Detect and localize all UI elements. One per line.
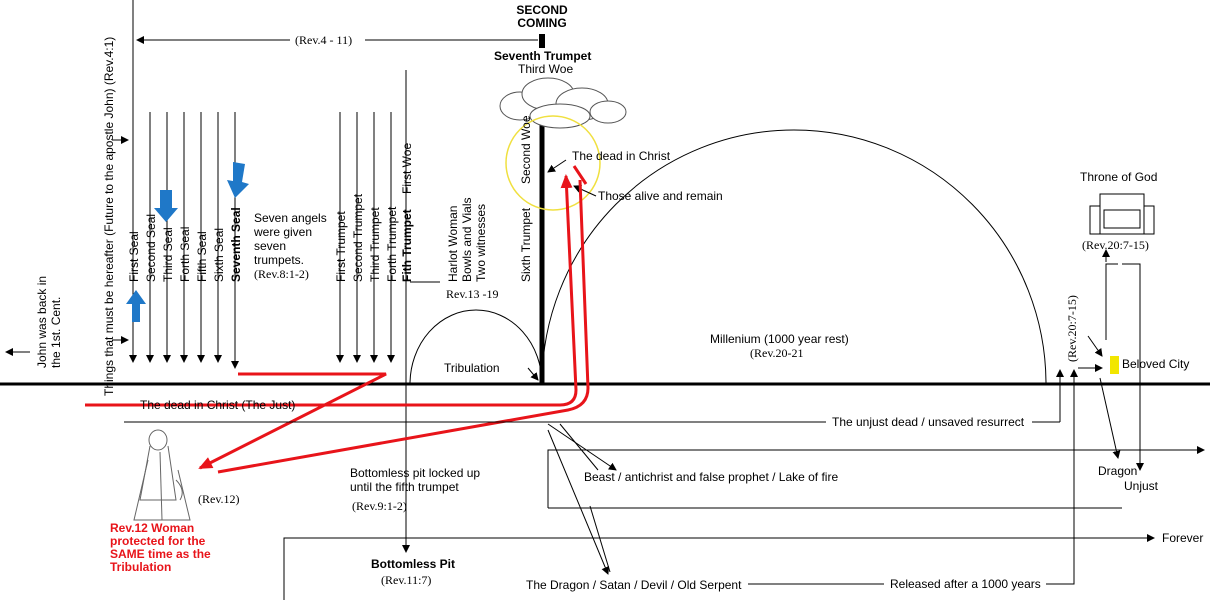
rev-12-label: (Rev.12) (198, 492, 240, 506)
third-woe-label: Third Woe (518, 62, 574, 76)
seal-second: Second Seal (144, 213, 158, 282)
woman-figure-icon (133, 429, 191, 521)
those-alive-label: Those alive and remain (598, 189, 723, 203)
trumpet-forth: Forth Trumpet (385, 206, 399, 282)
seal-first: First Seal (127, 231, 141, 282)
dragon-satan-label: The Dragon / Satan / Devil / Old Serpent (526, 578, 742, 592)
unjust-label: Unjust (1124, 479, 1159, 493)
seal-forth: Forth Seal (178, 226, 192, 282)
rev-13-19-label: Rev.13 -19 (446, 287, 499, 301)
bottomless-locked-line1: Bottomless pit locked up (350, 466, 481, 480)
bottomless-locked-note: Bottomless pit locked up until the fifth… (350, 466, 480, 494)
seven-angels-line4: trumpets. (254, 253, 305, 267)
seven-angels-line2: were given (254, 225, 313, 239)
seal-seventh: Seventh Seal (229, 207, 243, 282)
sixth-trumpet: Sixth Trumpet (519, 207, 533, 282)
woman-note-line1: Rev.12 Woman (110, 521, 195, 535)
seven-angels-line3: seven (254, 239, 287, 253)
throne-icon (1089, 193, 1155, 235)
things-hereafter-label: Things that must be hereafter (Future to… (102, 36, 116, 396)
rev-20-7-15-label: (Rev.20:7-15) (1082, 238, 1149, 252)
tribulation-label: Tribulation (444, 361, 500, 375)
cloud-icon (499, 77, 627, 129)
harlot-line1: Harlot Woman (446, 205, 460, 282)
woman-note: Rev.12 Woman protected for the SAME time… (110, 522, 211, 574)
second-coming-title: SECOND COMING (512, 4, 572, 30)
second-woe: Second Woe (519, 115, 533, 185)
rev-11-7-label: (Rev.11:7) (381, 573, 432, 587)
rev-9-label: (Rev.9:1-2) (352, 499, 407, 513)
bottomless-pit-label: Bottomless Pit (371, 557, 456, 571)
seventh-trumpet-label: Seventh Trumpet (494, 49, 592, 63)
dragon-label: Dragon (1098, 464, 1138, 478)
trumpet-fifth: Fith Trumpet (400, 209, 414, 282)
title-line2: COMING (517, 16, 567, 30)
dead-in-christ-label: The dead in Christ (572, 149, 671, 163)
rev-20-7-15-vertical: (Rev.20:7-15) (1065, 295, 1079, 362)
seal-arrows (129, 112, 239, 369)
seven-angels-ref: (Rev.8:1-2) (254, 267, 309, 281)
millenium-label: Millenium (1000 year rest) (710, 332, 849, 346)
seven-angels-note: Seven angels were given seven trumpets. … (254, 211, 327, 281)
harlot-line3: Two witnesses (474, 203, 488, 282)
forever-label: Forever (1162, 531, 1204, 545)
blue-arrows (126, 162, 249, 322)
rapture-circle (505, 115, 601, 211)
seal-sixth: Sixth Seal (212, 227, 226, 282)
red-paths (85, 165, 590, 474)
title-line1: SECOND (516, 3, 568, 17)
released-label: Released after a 1000 years (890, 577, 1041, 591)
woman-note-line4: Tribulation (110, 560, 172, 574)
john-back-line1: John was back in (35, 275, 49, 368)
john-back-line2: the 1st. Cent. (49, 296, 63, 368)
unjust-dead-label: The unjust dead / unsaved resurrect (832, 415, 1025, 429)
rev-4-11-label: (Rev.4 - 11) (295, 33, 353, 47)
harlot-line2: Bowls and Vials (460, 197, 474, 283)
trumpet-first: First Trumpet (334, 211, 348, 282)
throne-label: Throne of God (1080, 170, 1158, 184)
trumpet-third: Third Trumpet (368, 207, 382, 282)
beloved-city-label: Beloved City (1122, 357, 1190, 371)
seal-fifth: Fifth Seal (195, 231, 209, 282)
trumpet-second: Second Trumpet (351, 193, 365, 282)
trumpet-arrows (336, 70, 410, 553)
first-woe: First Woe (400, 142, 414, 194)
bottomless-locked-line2: until the fifth trumpet (350, 480, 459, 494)
woman-note-line3: SAME time as the (110, 547, 211, 561)
beast-label: Beast / antichrist and false prophet / L… (584, 470, 839, 484)
dead-just-label: The dead in Christ (The Just) (140, 398, 296, 412)
rev-20-21-label: (Rev.20-21 (750, 346, 804, 360)
seal-third: Third Seal (161, 227, 175, 282)
seven-angels-line1: Seven angels (254, 211, 327, 225)
woman-note-line2: protected for the (110, 534, 206, 548)
beloved-city-marker (1110, 356, 1119, 374)
